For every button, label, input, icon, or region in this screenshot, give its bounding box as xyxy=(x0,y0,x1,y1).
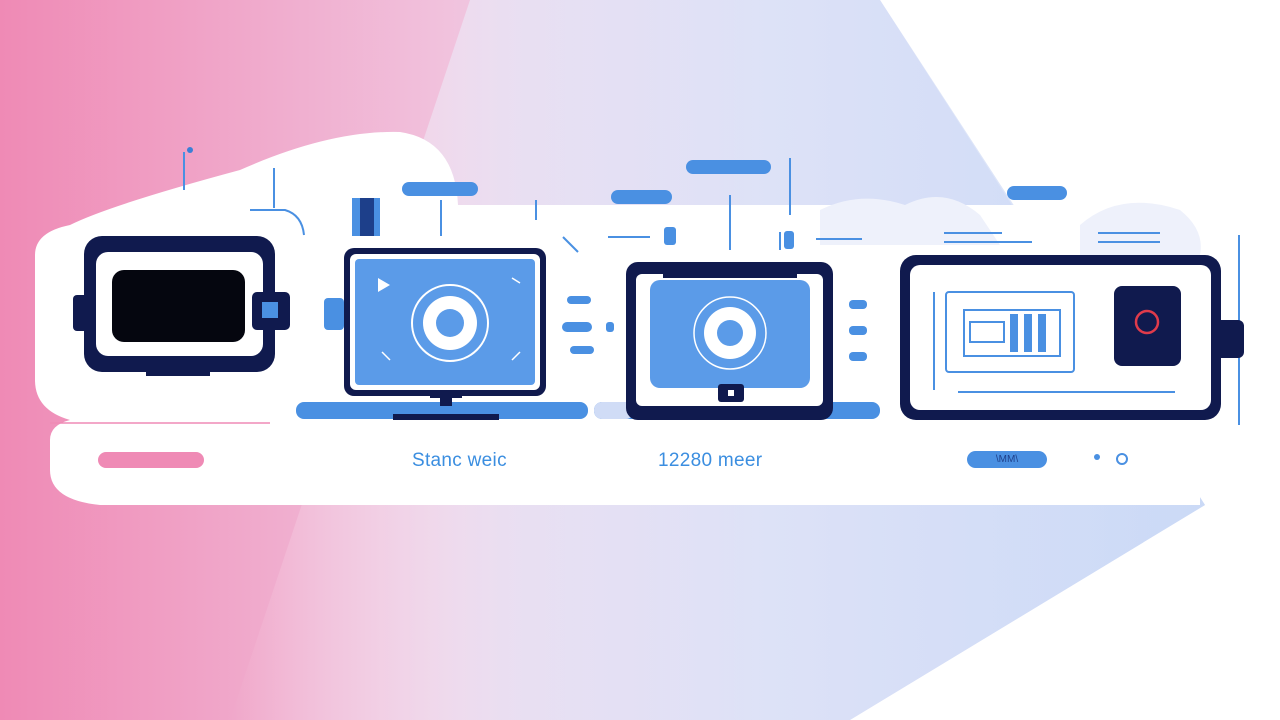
tablet-camera-icon xyxy=(594,262,880,420)
battery-device-icon xyxy=(73,236,290,376)
caption-item-2: Stanc weic xyxy=(412,450,507,471)
floating-pills xyxy=(324,160,1067,361)
caption-item-3: 12280 meer xyxy=(658,450,763,471)
status-badge: \MM\ xyxy=(967,451,1047,468)
video-monitor-icon xyxy=(296,248,588,420)
display-panel-icon xyxy=(900,255,1244,420)
decorative-marks xyxy=(98,452,1128,468)
